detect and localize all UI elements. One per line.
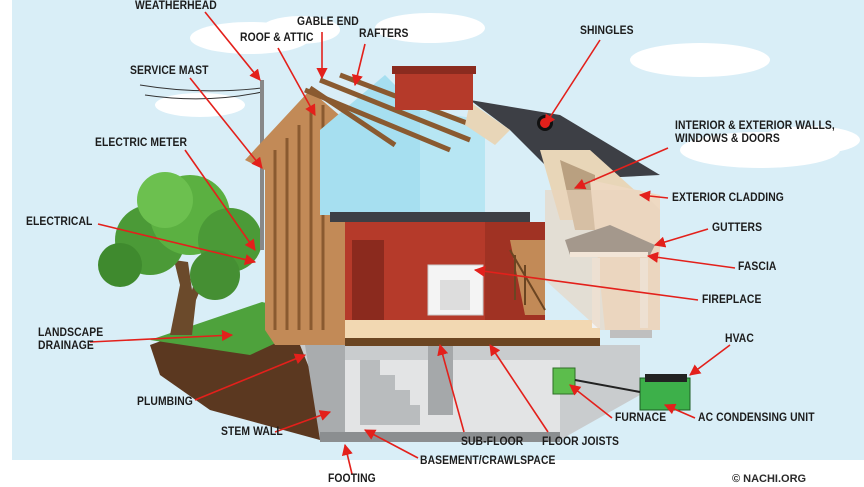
label-electrical: ELECTRICAL xyxy=(26,216,92,229)
label-landscape-line2: DRAINAGE xyxy=(38,340,94,353)
label-fascia: FASCIA xyxy=(738,261,777,274)
label-fireplace: FIREPLACE xyxy=(702,294,761,307)
label-basement-crawlspace: BASEMENT/CRAWLSPACE xyxy=(420,455,556,468)
label-floor-joists: FLOOR JOISTS xyxy=(542,436,619,449)
label-sub-floor: SUB-FLOOR xyxy=(461,436,523,449)
label-service-mast: SERVICE MAST xyxy=(130,65,209,78)
label-weatherhead: WEATHERHEAD xyxy=(135,0,217,13)
label-shingles: SHINGLES xyxy=(580,25,634,38)
label-rafters: RAFTERS xyxy=(359,28,409,41)
label-footing: FOOTING xyxy=(328,473,376,486)
label-gable-end: GABLE END xyxy=(297,16,359,29)
label-roof-attic: ROOF & ATTIC xyxy=(240,32,314,45)
label-stem-wall: STEM WALL xyxy=(221,426,283,439)
label-exterior-cladding: EXTERIOR CLADDING xyxy=(672,192,784,205)
copyright-text: © NACHI.ORG xyxy=(732,473,806,485)
label-walls-line2: WINDOWS & DOORS xyxy=(675,133,780,146)
label-landscape-line1: LANDSCAPE xyxy=(38,327,103,340)
label-plumbing: PLUMBING xyxy=(137,396,193,409)
label-furnace: FURNACE xyxy=(615,412,666,425)
label-electric-meter: ELECTRIC METER xyxy=(95,137,187,150)
label-ac-condensing-unit: AC CONDENSING UNIT xyxy=(698,412,815,425)
label-gutters: GUTTERS xyxy=(712,222,762,235)
label-walls-line1: INTERIOR & EXTERIOR WALLS, xyxy=(675,120,835,133)
label-hvac: HVAC xyxy=(725,333,754,346)
